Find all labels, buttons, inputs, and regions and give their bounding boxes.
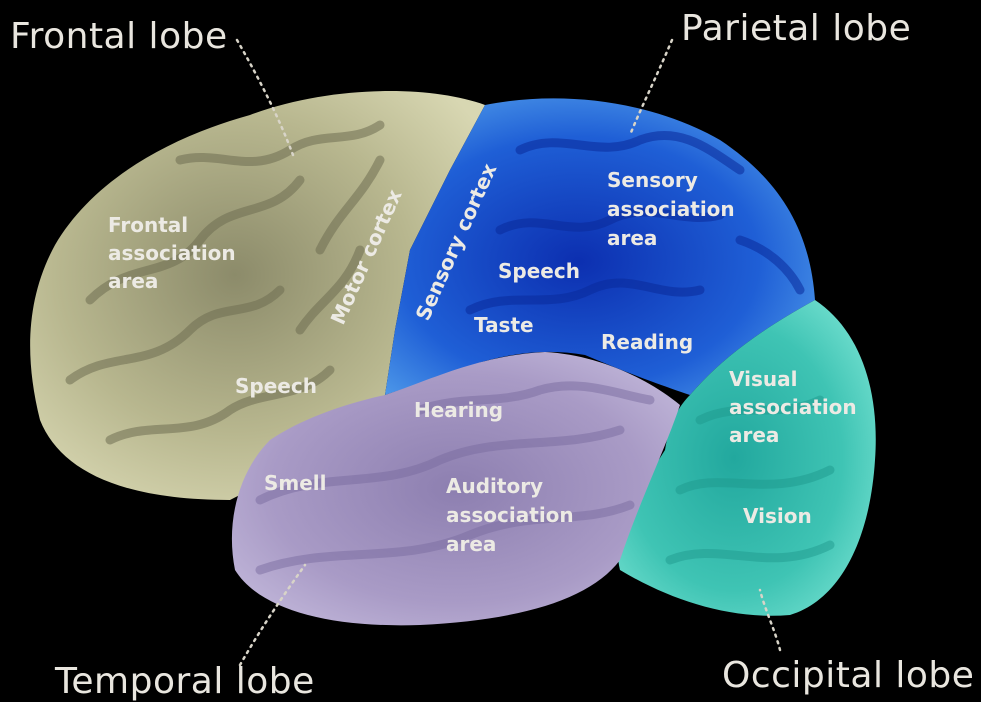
auditory-association-line-3: area bbox=[446, 532, 496, 556]
auditory-association-line-2: association bbox=[446, 503, 574, 527]
frontal-association-line-3: area bbox=[108, 269, 158, 293]
auditory-association-line-1: Auditory bbox=[446, 474, 543, 498]
frontal-speech-label: Speech bbox=[235, 374, 317, 398]
frontal-lobe-title: Frontal lobe bbox=[10, 16, 228, 57]
frontal-association-line-2: association bbox=[108, 241, 236, 265]
parietal-lobe-title: Parietal lobe bbox=[681, 8, 911, 49]
sensory-association-line-1: Sensory bbox=[607, 168, 698, 192]
smell-label: Smell bbox=[264, 471, 327, 495]
hearing-label: Hearing bbox=[414, 398, 503, 422]
vision-label: Vision bbox=[743, 504, 812, 528]
temporal-lobe-title: Temporal lobe bbox=[54, 661, 315, 702]
taste-label: Taste bbox=[474, 313, 534, 337]
sensory-association-line-3: area bbox=[607, 226, 657, 250]
frontal-association-line-1: Frontal bbox=[108, 213, 188, 237]
visual-association-line-2: association bbox=[729, 395, 857, 419]
sensory-association-line-2: association bbox=[607, 197, 735, 221]
parietal-speech-label: Speech bbox=[498, 259, 580, 283]
visual-association-line-3: area bbox=[729, 423, 779, 447]
occipital-lobe-title: Occipital lobe bbox=[722, 655, 974, 696]
reading-label: Reading bbox=[601, 330, 693, 354]
visual-association-line-1: Visual bbox=[729, 367, 797, 391]
